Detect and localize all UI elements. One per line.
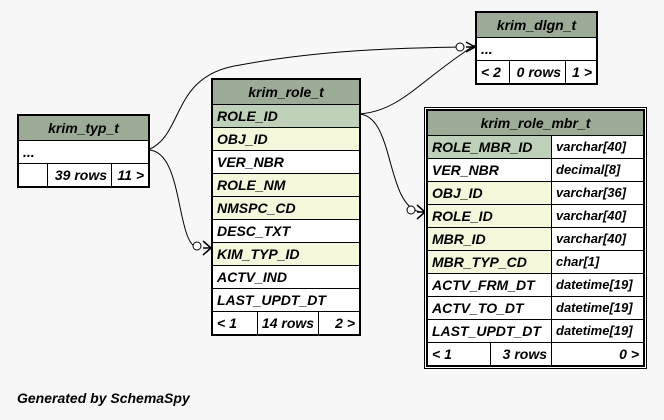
edge-role-to-dlgn xyxy=(357,44,476,115)
crowfoot-mbr xyxy=(416,204,426,220)
table-title[interactable]: krim_role_t xyxy=(212,79,360,105)
column-row[interactable]: ACTV_IND xyxy=(212,265,360,289)
edge-typ-to-dlgn xyxy=(147,46,461,151)
footer-left xyxy=(18,163,48,187)
column-row[interactable]: VER_NBR decimal[8] xyxy=(427,158,644,182)
footer-right: 0 > xyxy=(551,342,644,366)
footer-left: < 1 xyxy=(427,342,491,366)
edge-typ-to-role xyxy=(147,149,201,249)
column-row[interactable]: ACTV_TO_DT datetime[19] xyxy=(427,296,644,320)
crowfoot-dlgn xyxy=(465,41,476,53)
column-name: VER_NBR xyxy=(427,158,552,182)
column-row[interactable]: VER_NBR xyxy=(212,150,360,174)
table-title[interactable]: krim_role_mbr_t xyxy=(427,110,644,136)
column-type: varchar[36] xyxy=(551,181,644,205)
footer-right: 1 > xyxy=(565,60,597,84)
column-name: OBJ_ID xyxy=(427,181,552,205)
column-type: datetime[19] xyxy=(551,319,644,343)
column-type: varchar[40] xyxy=(551,227,644,251)
column-type: varchar[40] xyxy=(551,204,644,228)
column-type: datetime[19] xyxy=(551,296,644,320)
column-type: datetime[19] xyxy=(551,273,644,297)
crowfoot-role xyxy=(202,240,212,256)
edge-end-dlgn-a xyxy=(455,42,465,52)
footer-rows: 0 rows xyxy=(509,60,566,84)
table-title[interactable]: krim_dlgn_t xyxy=(476,12,597,38)
column-row[interactable]: LAST_UPDT_DT datetime[19] xyxy=(427,319,644,343)
footer-rows: 14 rows xyxy=(256,311,320,335)
column-row[interactable]: NMSPC_CD xyxy=(212,196,360,220)
table-krim-role-mbr-t[interactable]: krim_role_mbr_t ROLE_MBR_ID varchar[40] … xyxy=(424,107,647,369)
column-type: varchar[40] xyxy=(551,135,644,159)
table-krim-dlgn-t[interactable]: krim_dlgn_t ... < 2 0 rows 1 > xyxy=(475,11,598,85)
column-name: MBR_ID xyxy=(427,227,552,251)
column-row[interactable]: ROLE_ID xyxy=(212,104,360,128)
footer-rows: 39 rows xyxy=(47,163,112,187)
footer-rows: 3 rows xyxy=(490,342,552,366)
column-type: char[1] xyxy=(551,250,644,274)
edge-end-role xyxy=(192,241,202,251)
column-row[interactable]: ROLE_NM xyxy=(212,173,360,197)
column-name: ACTV_TO_DT xyxy=(427,296,552,320)
ellipsis-row: ... xyxy=(476,37,597,61)
table-krim-role-t[interactable]: krim_role_t ROLE_ID OBJ_ID VER_NBR ROLE_… xyxy=(211,78,361,336)
column-name: MBR_TYP_CD xyxy=(427,250,552,274)
column-name: ROLE_MBR_ID xyxy=(427,135,552,159)
column-row[interactable]: LAST_UPDT_DT xyxy=(212,288,360,312)
generated-by-label: Generated by SchemaSpy xyxy=(17,390,190,406)
footer-left: < 2 xyxy=(476,60,510,84)
ellipsis-row: ... xyxy=(18,140,149,164)
column-type: decimal[8] xyxy=(551,158,644,182)
column-row[interactable]: MBR_TYP_CD char[1] xyxy=(427,250,644,274)
column-row[interactable]: ROLE_MBR_ID varchar[40] xyxy=(427,135,644,159)
edge-role-to-mbr xyxy=(357,113,421,213)
edge-end-mbr xyxy=(406,205,416,215)
column-row[interactable]: ROLE_ID varchar[40] xyxy=(427,204,644,228)
column-name: ROLE_ID xyxy=(427,204,552,228)
footer-right: 2 > xyxy=(318,311,360,335)
footer-right: 11 > xyxy=(111,163,149,187)
column-row[interactable]: MBR_ID varchar[40] xyxy=(427,227,644,251)
column-row[interactable]: KIM_TYP_ID xyxy=(212,242,360,266)
table-krim-typ-t[interactable]: krim_typ_t ... 39 rows 11 > xyxy=(17,114,150,188)
table-title[interactable]: krim_typ_t xyxy=(18,115,149,141)
column-row[interactable]: ACTV_FRM_DT datetime[19] xyxy=(427,273,644,297)
column-row[interactable]: OBJ_ID xyxy=(212,127,360,151)
column-row[interactable]: DESC_TXT xyxy=(212,219,360,243)
column-name: LAST_UPDT_DT xyxy=(427,319,552,343)
column-name: ACTV_FRM_DT xyxy=(427,273,552,297)
column-row[interactable]: OBJ_ID varchar[36] xyxy=(427,181,644,205)
footer-left: < 1 xyxy=(212,311,258,335)
